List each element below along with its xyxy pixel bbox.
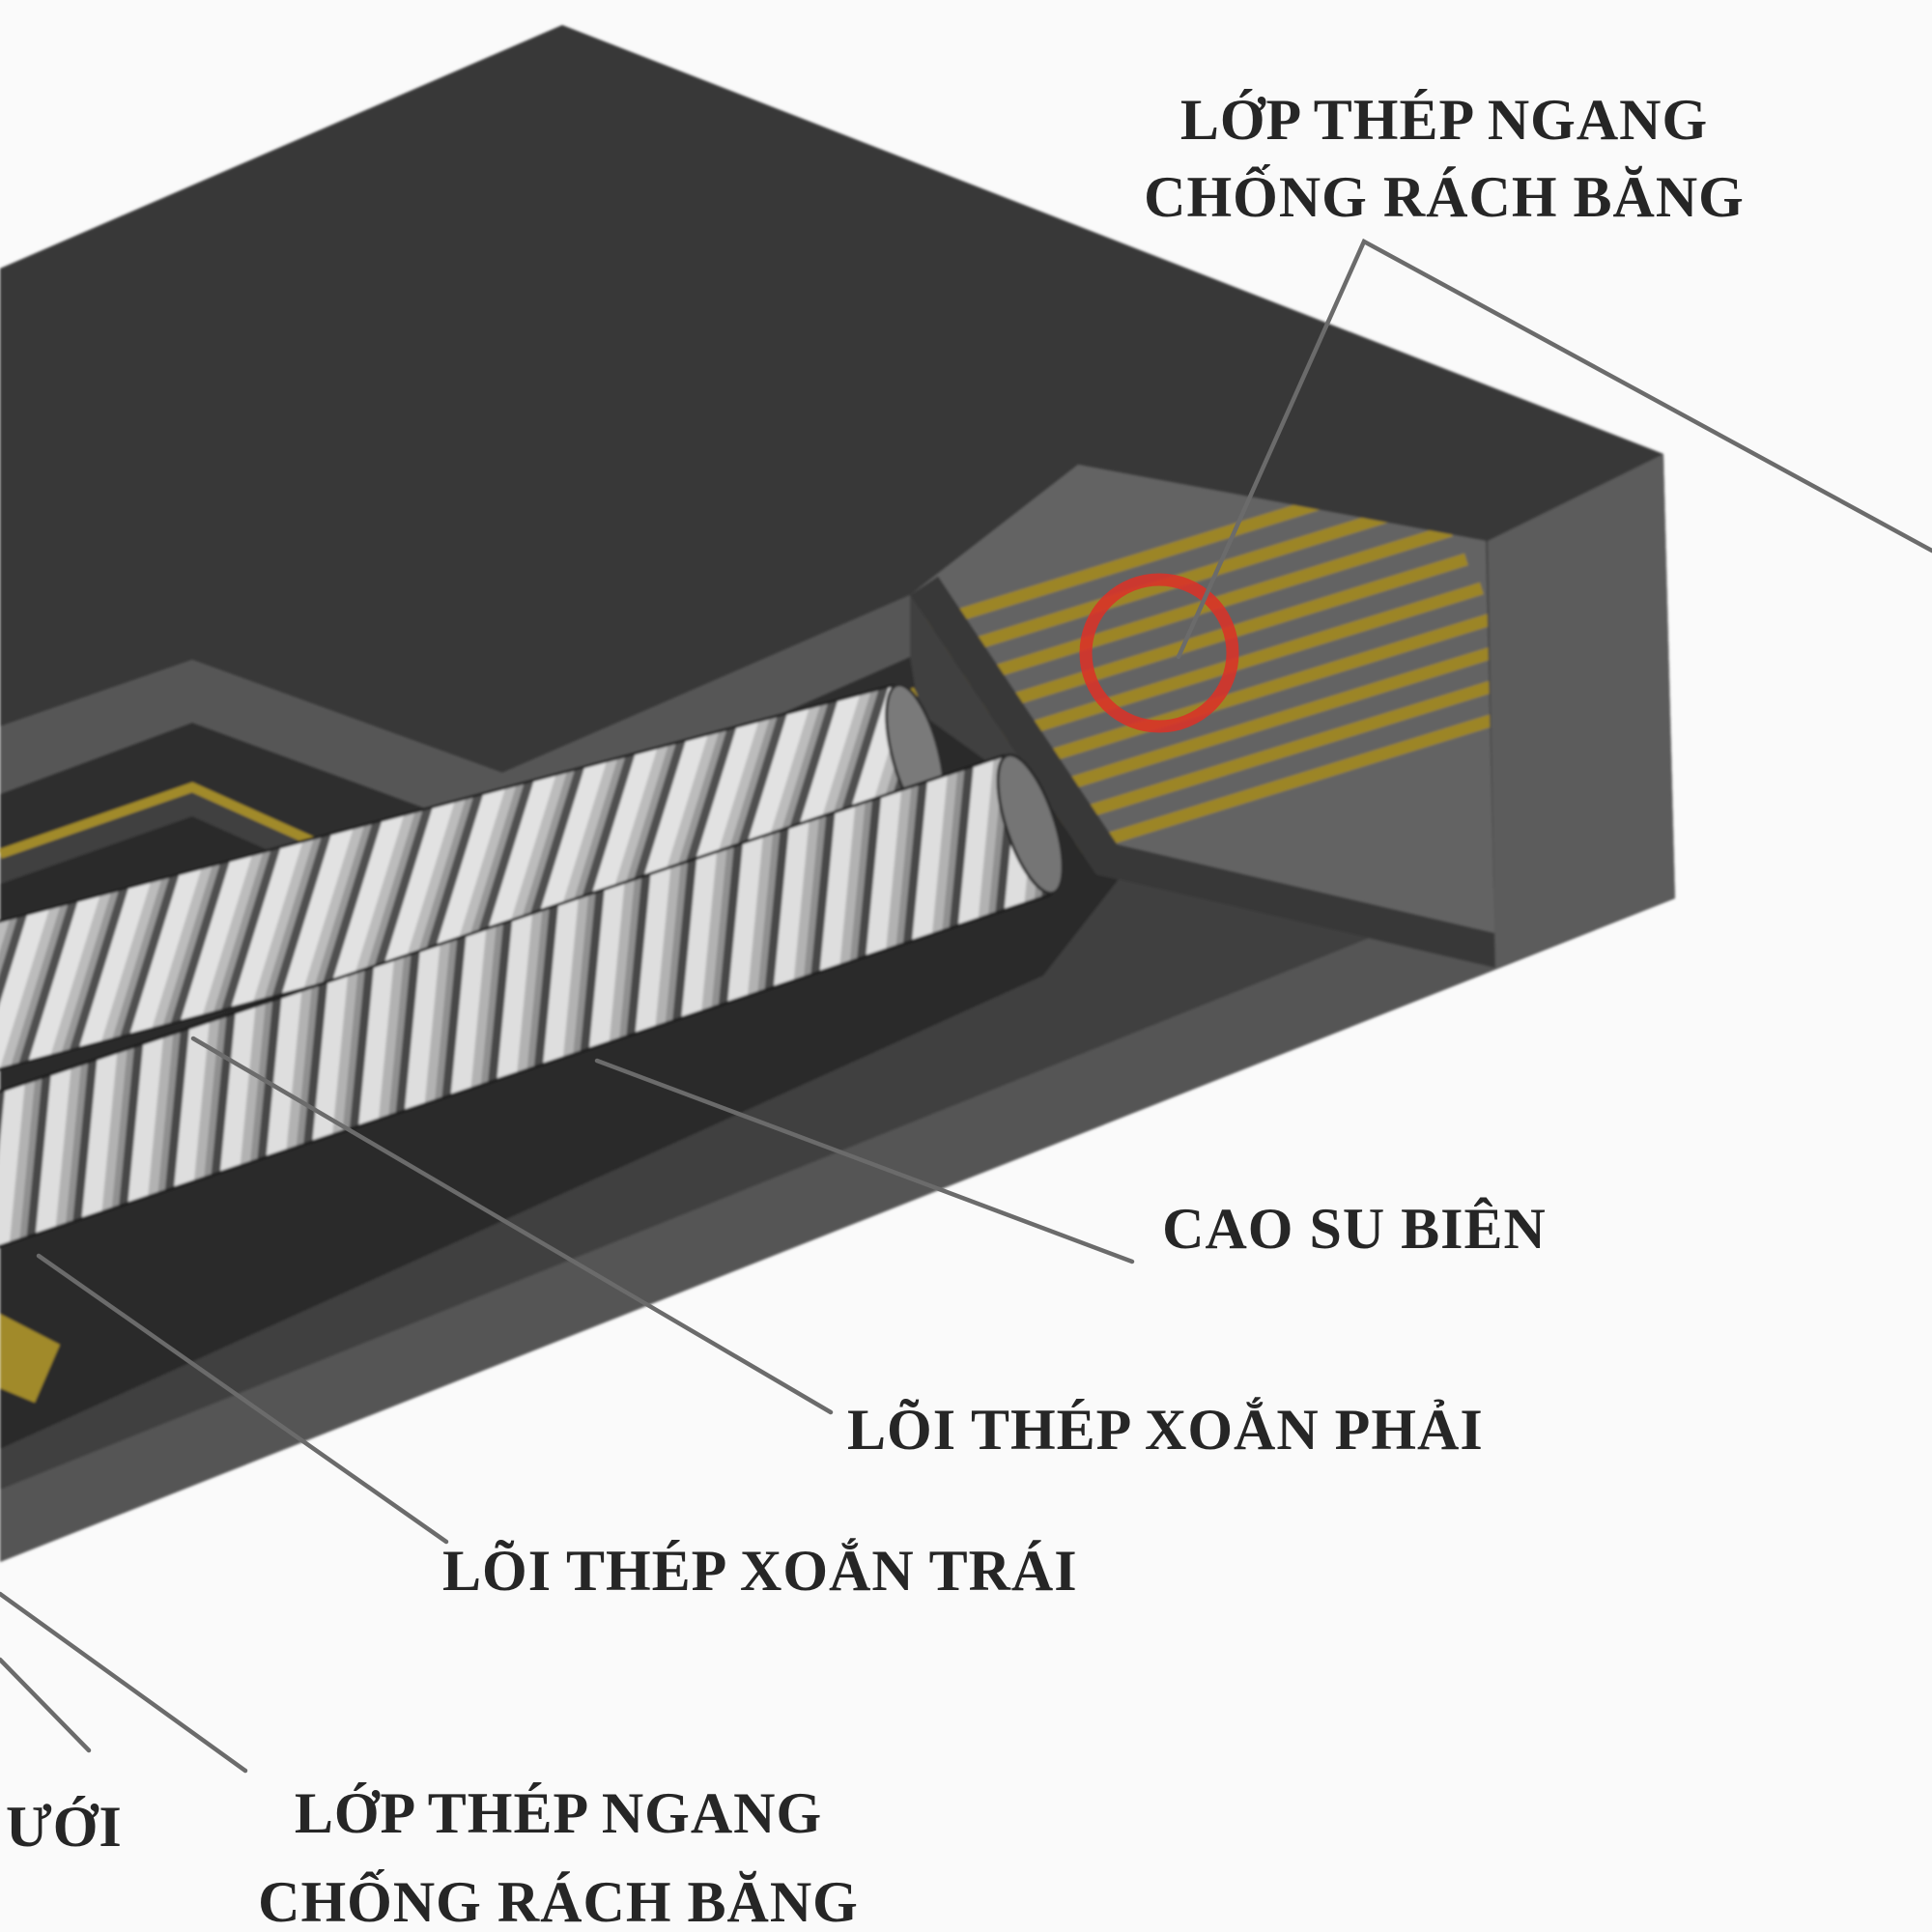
- bottom-cover-strip: [0, 833, 1675, 1562]
- belt-top-face: [0, 25, 1663, 773]
- step-wall: [0, 595, 910, 837]
- label-line: CHỐNG RÁCH BĂNG: [258, 1870, 859, 1932]
- steel-cord-left-lay: [0, 753, 1065, 1257]
- leader-bottom-steel: [0, 1591, 248, 1774]
- bottom-steel-layer-edge: [0, 1314, 60, 1403]
- cable-cut-face: [996, 753, 1065, 895]
- label-line: LỚP THÉP NGANG: [294, 1781, 823, 1845]
- label-top-steel-layer: LỚP THÉP NGANG CHỐNG RÁCH BĂNG: [1144, 81, 1745, 236]
- leader-right-lay: [190, 1036, 834, 1415]
- label-line: CHỐNG RÁCH BĂNG: [1144, 165, 1745, 229]
- leader-top-steel: [1176, 238, 1932, 660]
- label-bottom-rubber-partial: ƯỚI: [6, 1795, 123, 1859]
- label-edge-rubber: CAO SU BIÊN: [1162, 1197, 1547, 1261]
- leader-bottom-rubber: [0, 1657, 92, 1753]
- label-line: LỚP THÉP NGANG: [1179, 88, 1709, 152]
- leader-left-lay: [36, 1253, 449, 1545]
- label-bottom-steel-layer: LỚP THÉP NGANG CHỐNG RÁCH BĂNG: [258, 1769, 859, 1932]
- leader-lines: [0, 238, 1932, 1774]
- belt-right-face: [1488, 454, 1675, 968]
- label-left-lay-cord: LÕI THÉP XOẮN TRÁI: [442, 1539, 1078, 1603]
- highlight-circle-annotation: [1079, 573, 1239, 733]
- label-right-lay-cord: LÕI THÉP XOẮN PHẢI: [847, 1398, 1484, 1462]
- leader-edge-rubber: [594, 1058, 1135, 1264]
